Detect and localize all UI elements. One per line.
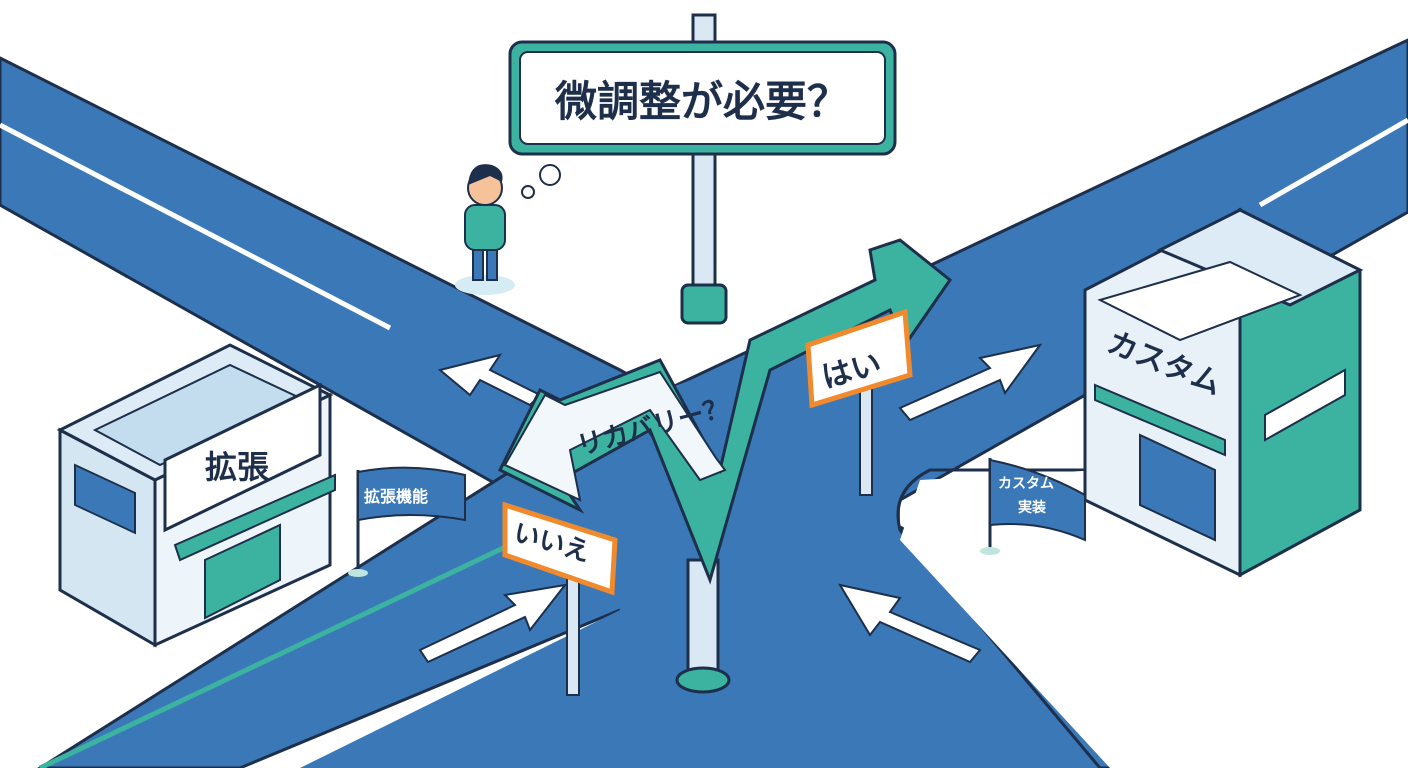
yes-sign: はい xyxy=(805,308,913,496)
no-sign: いいえ xyxy=(502,501,618,696)
right-building: カスタム xyxy=(1083,207,1364,578)
main-signpost: 微調整が必要？ xyxy=(508,13,897,325)
main-sign-text: 微調整が必要？ xyxy=(554,77,849,126)
right-flag: カスタム 実装 xyxy=(980,458,1086,555)
left-building-label: 拡張 xyxy=(205,448,269,486)
road-arrow-icon xyxy=(898,343,1043,422)
person-thinking xyxy=(455,164,561,295)
recovery-arrow-sign: リカバリー？ xyxy=(497,238,953,694)
right-flag-text-2: 実装 xyxy=(1018,499,1047,516)
right-flag-text-1: カスタム xyxy=(998,476,1054,492)
curb-right xyxy=(896,468,1102,768)
road-arrow-icon xyxy=(837,583,982,664)
left-flag: 拡張機能 xyxy=(348,466,466,577)
left-flag-text: 拡張機能 xyxy=(364,487,428,506)
left-building: 拡張 xyxy=(56,343,336,648)
road-arrow-icon xyxy=(418,583,568,664)
